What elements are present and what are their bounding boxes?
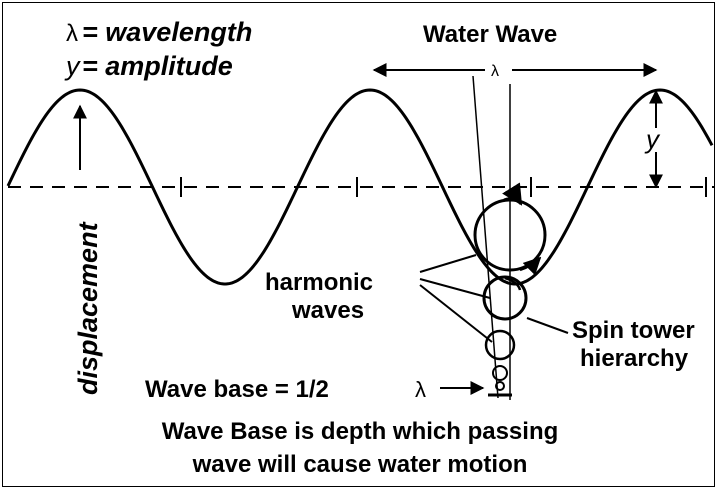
wave-base-lambda: λ (415, 377, 426, 402)
spin-tower-label-line1: Spin tower (572, 317, 695, 344)
wavelength-symbol: λ (491, 63, 499, 80)
harmonic-label-line1: harmonic (265, 269, 373, 296)
spin-circle-medium (482, 275, 528, 321)
spin-circle-tiny (492, 365, 508, 381)
harmonic-pointers (419, 254, 493, 343)
title: Water Wave (423, 21, 557, 48)
water-wave-curve (6, 88, 714, 286)
baseline-ticks (180, 177, 707, 197)
spin-circle-tiniest (495, 381, 505, 391)
spin-circle-small (484, 329, 516, 361)
caption-line2: wave will cause water motion (192, 451, 528, 478)
amplitude-symbol: y (644, 124, 661, 154)
diagonal-line (472, 75, 499, 399)
legend-y-text: = amplitude (82, 51, 233, 81)
legend-lambda-text: = wavelength (82, 17, 252, 47)
legend-y-symbol: y (64, 51, 81, 81)
spin-tower-pointer (526, 317, 569, 334)
wave-base-label: Wave base = 1/2 (145, 376, 329, 403)
displacement-label: displacement (73, 221, 103, 395)
spin-tower-label-line2: hierarchy (580, 345, 689, 372)
spin-rotation-arrow-medium (504, 276, 522, 291)
harmonic-label-line2: waves (291, 297, 364, 324)
diagram-frame (2, 2, 715, 487)
spin-rotation-arrow (502, 182, 523, 206)
caption-line1: Wave Base is depth which passing (162, 418, 559, 445)
spin-rotation-arrow-lower (519, 256, 542, 276)
legend-lambda-symbol: λ (66, 20, 78, 47)
